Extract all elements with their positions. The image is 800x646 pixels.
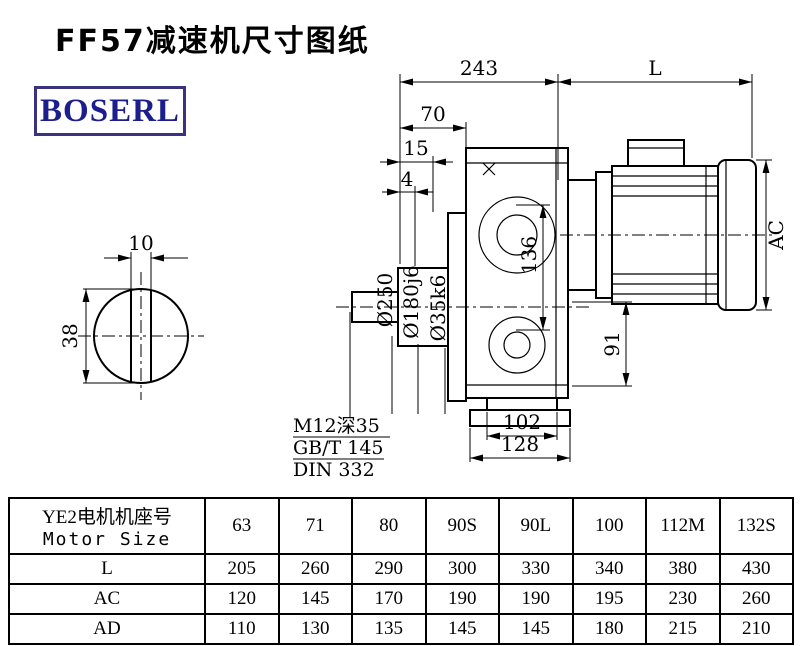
table-cell: 190 (498, 583, 574, 615)
table-cell: 71 (277, 497, 353, 555)
table-cell: 300 (424, 553, 500, 585)
dim-AC: AC (764, 220, 788, 251)
table-cell: 90S (424, 497, 500, 555)
table-cell: 145 (424, 613, 500, 645)
technical-drawing: 10 38 (58, 56, 788, 481)
table-cell: 215 (645, 613, 721, 645)
thread-notes: M12深35 GB/T 145 DIN 332 (293, 312, 390, 481)
dim-136: 136 (517, 236, 541, 274)
table-cell: 132S (718, 497, 794, 555)
page-title: FF57减速机尺寸图纸 (55, 24, 370, 59)
table-cell: 90L (498, 497, 574, 555)
table-header-row: YE2电机机座号 Motor Size 63 71 80 90S 90L 100… (8, 497, 794, 555)
table-cell: 145 (498, 613, 574, 645)
table-cell: 80 (351, 497, 427, 555)
dim-91: 91 (600, 331, 624, 356)
table-cell: 130 (277, 613, 353, 645)
table-cell: 290 (351, 553, 427, 585)
table-cell: 120 (204, 583, 280, 615)
header-motor-size: YE2电机机座号 Motor Size (8, 497, 206, 555)
table-cell: 195 (571, 583, 647, 615)
table-cell: 205 (204, 553, 280, 585)
table-cell: 260 (718, 583, 794, 615)
table-cell: 110 (204, 613, 280, 645)
table-cell: 145 (277, 583, 353, 615)
row-label: AD (8, 613, 206, 645)
table-cell: 210 (718, 613, 794, 645)
dim-128: 128 (501, 432, 539, 456)
motor-size-table: YE2电机机座号 Motor Size 63 71 80 90S 90L 100… (8, 497, 794, 645)
table-cell: 260 (277, 553, 353, 585)
table-cell: 340 (571, 553, 647, 585)
row-label: L (8, 553, 206, 585)
dim-15: 15 (403, 136, 428, 160)
dim-shaft-diameter: Ø35k6 (426, 275, 450, 342)
table-cell: 135 (351, 613, 427, 645)
table-cell: 430 (718, 553, 794, 585)
shaft-end-view: 10 38 (58, 231, 204, 400)
dim-spigot-diameter: Ø180j6 (399, 265, 423, 339)
dim-102: 102 (503, 410, 541, 434)
note-din-standard: DIN 332 (293, 459, 375, 481)
note-tapped-hole: M12深35 (293, 415, 380, 437)
table-cell: 112M (645, 497, 721, 555)
table-cell: 380 (645, 553, 721, 585)
dim-key-width: 10 (128, 231, 153, 255)
table-cell: 230 (645, 583, 721, 615)
dim-key-height: 38 (58, 323, 82, 348)
motor-side-view (560, 139, 772, 311)
note-gb-standard: GB/T 145 (293, 437, 384, 459)
table-cell: 100 (571, 497, 647, 555)
boserl-logo: BOSERL (34, 86, 186, 136)
dim-flange-diameter: Ø250 (373, 273, 397, 328)
dim-70: 70 (420, 102, 445, 126)
table-row-AC: AC 120 145 170 190 190 195 230 260 (8, 583, 794, 615)
dim-243: 243 (460, 56, 498, 80)
header-motor-size-en: Motor Size (42, 529, 172, 550)
table-cell: 330 (498, 553, 574, 585)
table-cell: 63 (204, 497, 280, 555)
table-cell: 180 (571, 613, 647, 645)
dim-4: 4 (401, 167, 414, 191)
table-cell: 190 (424, 583, 500, 615)
table-row-AD: AD 110 130 135 145 145 180 215 210 (8, 613, 794, 645)
table-cell: 170 (351, 583, 427, 615)
header-motor-size-cn: YE2电机机座号 (42, 507, 172, 528)
row-label: AC (8, 583, 206, 615)
dimension-annotations: 243 L 70 15 4 136 (373, 56, 788, 462)
table-row-L: L 205 260 290 300 330 340 380 430 (8, 553, 794, 585)
dim-L: L (648, 56, 661, 80)
